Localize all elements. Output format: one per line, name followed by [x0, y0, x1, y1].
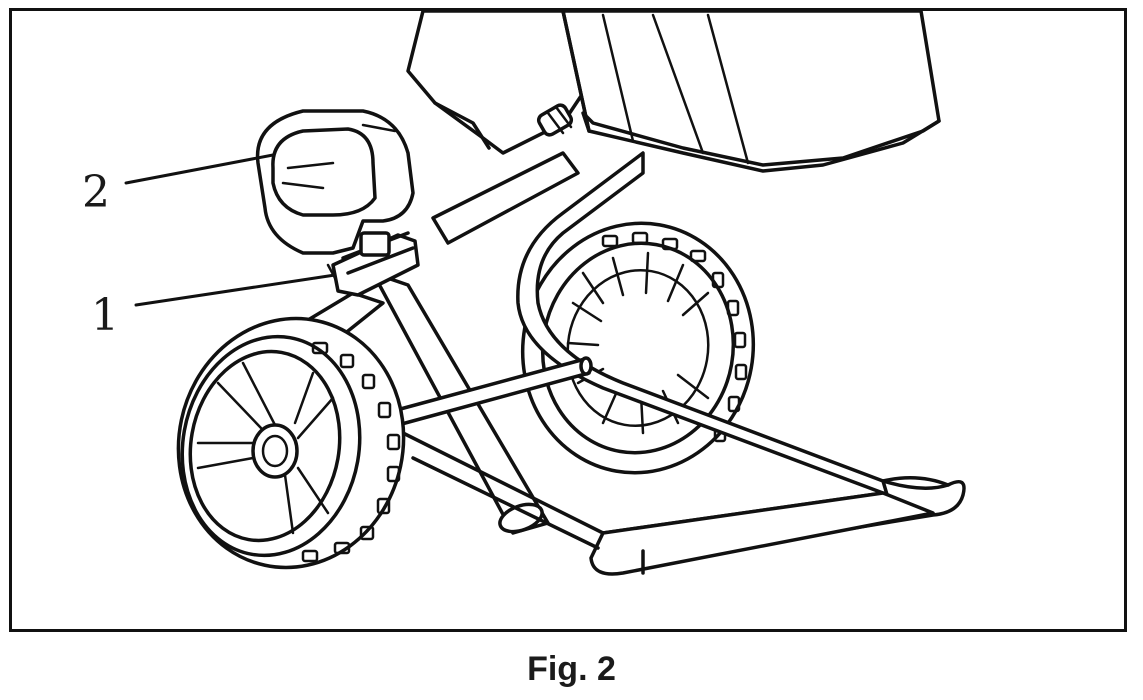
leader-line-1	[134, 273, 337, 307]
figure-caption: Fig. 2	[527, 650, 616, 688]
leader-line-2	[124, 153, 275, 185]
base-frame	[516, 151, 966, 576]
figure-frame: 2 1	[9, 8, 1127, 632]
callout-1: 1	[91, 290, 119, 341]
motor-housing	[406, 11, 941, 173]
callout-2: 2	[82, 167, 110, 218]
adjustment-knob	[255, 109, 415, 255]
leader-lines	[124, 153, 337, 307]
shredder-base-drawing	[124, 11, 966, 576]
housing-knob	[536, 103, 574, 137]
front-wheel	[176, 316, 406, 570]
clamp-collar	[326, 231, 420, 297]
